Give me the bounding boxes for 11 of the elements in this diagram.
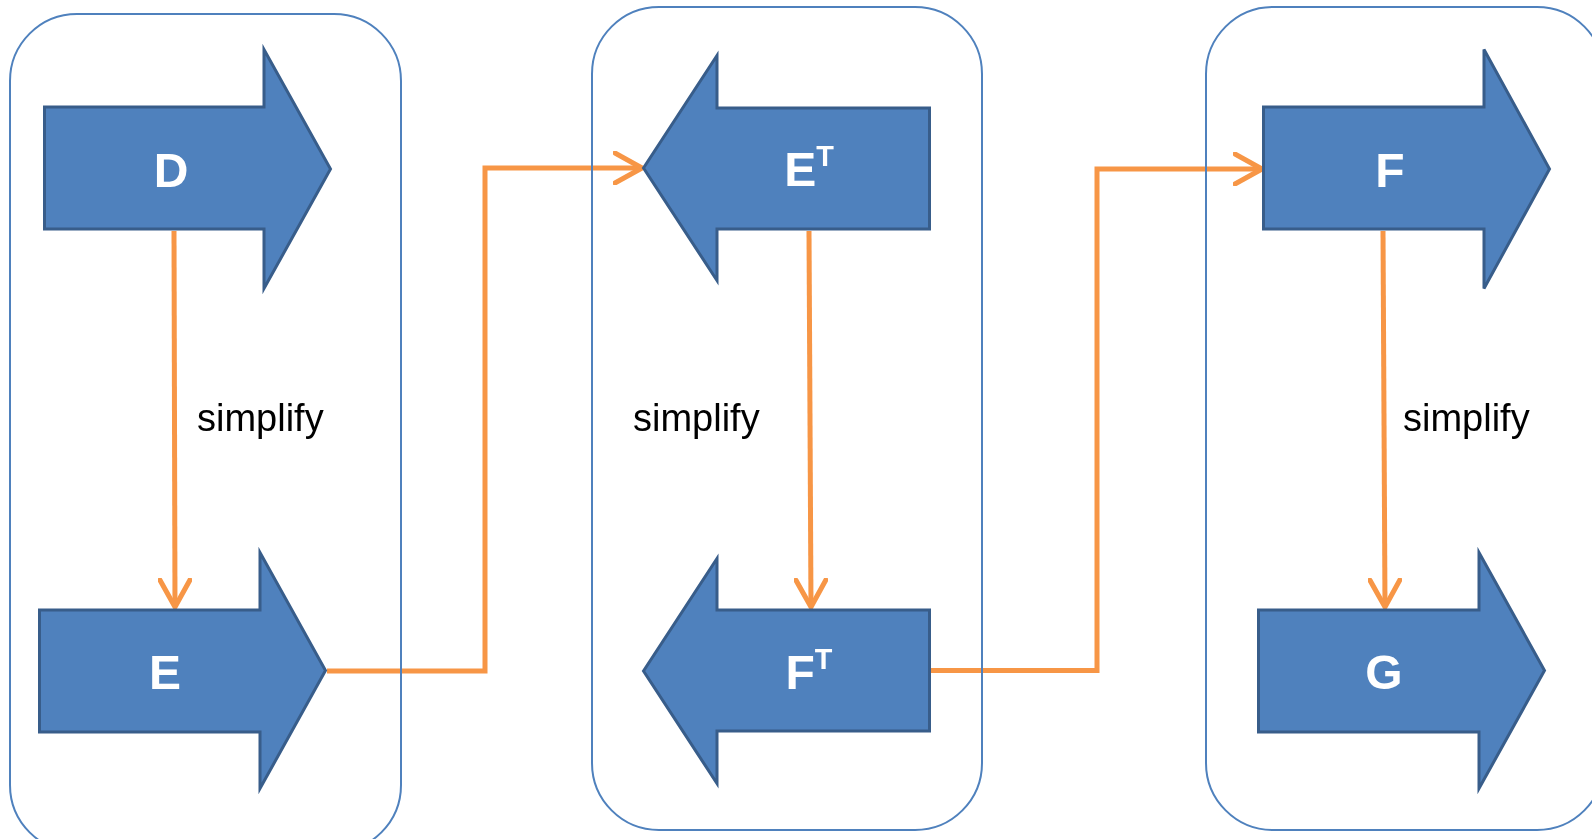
connector-arrow [1367,231,1403,610]
connector-arrow [157,231,193,610]
arrow-label: G [1365,648,1403,697]
arrow-label: E [149,648,181,697]
group-panel [9,13,402,839]
connector-arrow [793,231,829,610]
group-panel [1205,6,1592,831]
connector-arrow [327,150,645,674]
arrow-label: F [1375,147,1405,195]
arrow-label: D [153,147,189,195]
block-arrow [1262,48,1551,290]
